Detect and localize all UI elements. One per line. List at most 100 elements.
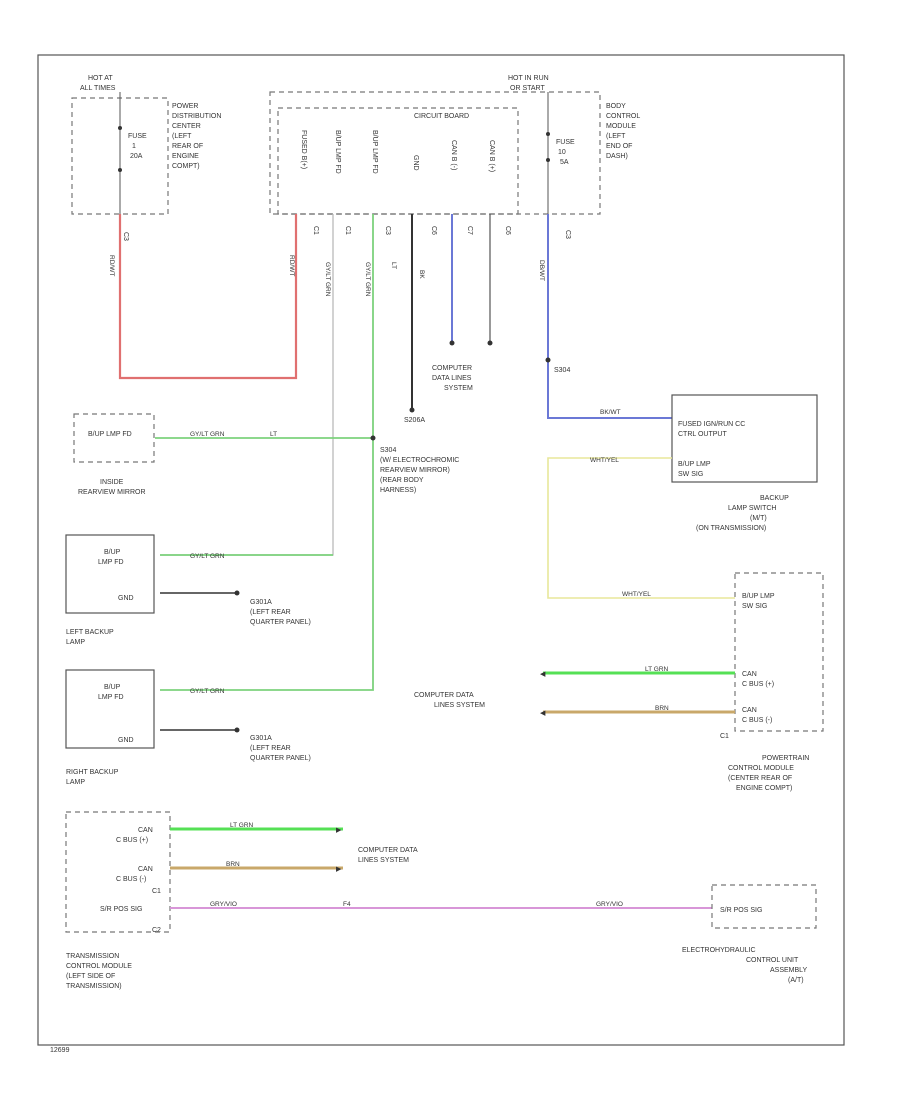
svg-text:CAN: CAN bbox=[742, 707, 757, 714]
svg-text:BRN: BRN bbox=[226, 861, 240, 868]
svg-text:LAMP: LAMP bbox=[66, 779, 85, 786]
svg-text:CAN: CAN bbox=[742, 671, 757, 678]
svg-text:LMP FD: LMP FD bbox=[98, 694, 124, 701]
svg-text:LINES SYSTEM: LINES SYSTEM bbox=[358, 857, 409, 864]
svg-text:B/UP LMP: B/UP LMP bbox=[678, 461, 711, 468]
svg-text:(CENTER REAR OF: (CENTER REAR OF bbox=[728, 775, 792, 782]
svg-text:HOT IN RUN: HOT IN RUN bbox=[508, 75, 549, 82]
ground-icon bbox=[234, 590, 240, 596]
svg-text:G301A: G301A bbox=[250, 599, 272, 606]
svg-text:QUARTER PANEL): QUARTER PANEL) bbox=[250, 619, 311, 626]
svg-text:B/UP: B/UP bbox=[104, 684, 121, 691]
inside-rearview-mirror: B/UP LMP FD INSIDE REARVIEW MIRROR bbox=[73, 413, 155, 496]
svg-text:WHT/YEL: WHT/YEL bbox=[590, 457, 619, 464]
svg-text:C3: C3 bbox=[122, 232, 129, 241]
svg-text:CAN: CAN bbox=[138, 866, 153, 873]
svg-text:C BUS (+): C BUS (+) bbox=[116, 837, 148, 844]
svg-text:BODY: BODY bbox=[606, 103, 626, 110]
svg-text:(LEFT SIDE OF: (LEFT SIDE OF bbox=[66, 973, 115, 980]
svg-text:LINES SYSTEM: LINES SYSTEM bbox=[434, 702, 485, 709]
svg-text:B/UP LMP FD: B/UP LMP FD bbox=[88, 431, 132, 438]
svg-text:(W/ ELECTROCHROMIC: (W/ ELECTROCHROMIC bbox=[380, 457, 459, 464]
svg-text:ALL TIMES: ALL TIMES bbox=[80, 85, 116, 92]
svg-text:C1: C1 bbox=[720, 733, 729, 740]
svg-text:S304: S304 bbox=[380, 447, 396, 454]
svg-text:(A/T): (A/T) bbox=[788, 977, 804, 984]
svg-text:S/R POS SIG: S/R POS SIG bbox=[720, 907, 762, 914]
svg-text:CIRCUIT BOARD: CIRCUIT BOARD bbox=[414, 113, 469, 120]
svg-text:C3: C3 bbox=[384, 226, 391, 235]
svg-text:END OF: END OF bbox=[606, 143, 632, 150]
svg-text:COMPUTER: COMPUTER bbox=[432, 365, 472, 372]
svg-text:INSIDE: INSIDE bbox=[100, 479, 124, 486]
red-wire bbox=[118, 214, 298, 380]
svg-text:S304: S304 bbox=[554, 367, 570, 374]
svg-text:C6: C6 bbox=[504, 226, 511, 235]
svg-text:BK: BK bbox=[418, 270, 425, 279]
svg-text:(ON TRANSMISSION): (ON TRANSMISSION) bbox=[696, 525, 766, 532]
svg-text:20A: 20A bbox=[130, 153, 143, 160]
svg-text:GY/LT GRN: GY/LT GRN bbox=[364, 262, 371, 297]
svg-text:GRY/VIO: GRY/VIO bbox=[210, 901, 237, 908]
svg-text:ENGINE COMPT): ENGINE COMPT) bbox=[736, 785, 792, 792]
svg-text:C2: C2 bbox=[152, 927, 161, 934]
svg-text:COMPT): COMPT) bbox=[172, 163, 200, 170]
svg-text:10: 10 bbox=[558, 149, 566, 156]
arrow-right-icon: ▶ bbox=[336, 866, 342, 873]
backup-lamp-switch: FUSED IGN/RUN CC CTRL OUTPUT B/UP LMP SW… bbox=[671, 394, 818, 532]
green-wire-right bbox=[160, 214, 374, 691]
right-backup-lamp: B/UP LMP FD GND RIGHT BACKUP LAMP bbox=[65, 669, 155, 786]
svg-text:(LEFT REAR: (LEFT REAR bbox=[250, 745, 291, 752]
svg-text:HARNESS): HARNESS) bbox=[380, 487, 416, 494]
svg-text:BACKUP: BACKUP bbox=[760, 495, 789, 502]
svg-text:HOT AT: HOT AT bbox=[88, 75, 113, 82]
svg-text:C1: C1 bbox=[344, 226, 351, 235]
left-backup-lamp: B/UP LMP FD GND LEFT BACKUP LAMP bbox=[65, 534, 155, 646]
powertrain-control-module: B/UP LMP SW SIG CAN C BUS (+) CAN C BUS … bbox=[720, 572, 824, 792]
svg-text:CONTROL MODULE: CONTROL MODULE bbox=[728, 765, 794, 772]
svg-text:B/UP LMP: B/UP LMP bbox=[742, 593, 775, 600]
splice-s304-dot bbox=[370, 435, 376, 441]
svg-text:CONTROL UNIT: CONTROL UNIT bbox=[746, 957, 799, 964]
svg-text:(LEFT: (LEFT bbox=[172, 133, 192, 140]
svg-text:LT GRN: LT GRN bbox=[645, 666, 669, 673]
svg-text:RD/WT: RD/WT bbox=[108, 255, 115, 276]
svg-text:C1: C1 bbox=[312, 226, 319, 235]
svg-text:RIGHT BACKUP: RIGHT BACKUP bbox=[66, 769, 119, 776]
svg-text:DB/WT: DB/WT bbox=[538, 260, 545, 281]
yellow-wire bbox=[547, 457, 735, 599]
svg-text:BK/WT: BK/WT bbox=[600, 409, 621, 416]
svg-text:CTRL OUTPUT: CTRL OUTPUT bbox=[678, 431, 727, 438]
arrow-left-icon: ◀ bbox=[540, 671, 546, 678]
svg-text:B/UP LMP FD: B/UP LMP FD bbox=[371, 130, 378, 174]
svg-text:S206A: S206A bbox=[404, 417, 425, 424]
svg-text:REARVIEW MIRROR): REARVIEW MIRROR) bbox=[380, 467, 450, 474]
svg-text:RD/WT: RD/WT bbox=[288, 255, 295, 276]
svg-text:LAMP SWITCH: LAMP SWITCH bbox=[728, 505, 777, 512]
svg-text:GY/LT GRN: GY/LT GRN bbox=[324, 262, 331, 297]
svg-text:CAN B (+): CAN B (+) bbox=[488, 140, 495, 172]
svg-text:DATA LINES: DATA LINES bbox=[432, 375, 472, 382]
power-distribution-center: HOT AT ALL TIMES POWER DISTRIBUTION CENT… bbox=[71, 75, 221, 241]
svg-text:GY/LT GRN: GY/LT GRN bbox=[190, 553, 225, 560]
svg-text:GND: GND bbox=[412, 155, 419, 171]
svg-text:REARVIEW MIRROR: REARVIEW MIRROR bbox=[78, 489, 146, 496]
svg-text:CENTER: CENTER bbox=[172, 123, 201, 130]
circuit-board: CIRCUIT BOARD HOT IN RUN OR START BODY C… bbox=[269, 75, 640, 239]
svg-text:C3: C3 bbox=[564, 230, 571, 239]
svg-text:GY/LT GRN: GY/LT GRN bbox=[190, 688, 225, 695]
electrohydraulic-control-unit: S/R POS SIG ELECTROHYDRAULIC CONTROL UNI… bbox=[682, 884, 817, 984]
svg-text:TRANSMISSION: TRANSMISSION bbox=[66, 953, 119, 960]
svg-text:BRN: BRN bbox=[655, 705, 669, 712]
svg-text:POWERTRAIN: POWERTRAIN bbox=[762, 755, 809, 762]
svg-text:FUSED IGN/RUN CC: FUSED IGN/RUN CC bbox=[678, 421, 745, 428]
svg-text:FUSE: FUSE bbox=[128, 133, 147, 140]
svg-text:B/UP: B/UP bbox=[104, 549, 121, 556]
svg-text:CONTROL: CONTROL bbox=[606, 113, 640, 120]
svg-text:WHT/YEL: WHT/YEL bbox=[622, 591, 651, 598]
ground-icon bbox=[234, 727, 240, 733]
svg-text:GND: GND bbox=[118, 737, 134, 744]
svg-text:C6: C6 bbox=[430, 226, 437, 235]
svg-text:QUARTER PANEL): QUARTER PANEL) bbox=[250, 755, 311, 762]
